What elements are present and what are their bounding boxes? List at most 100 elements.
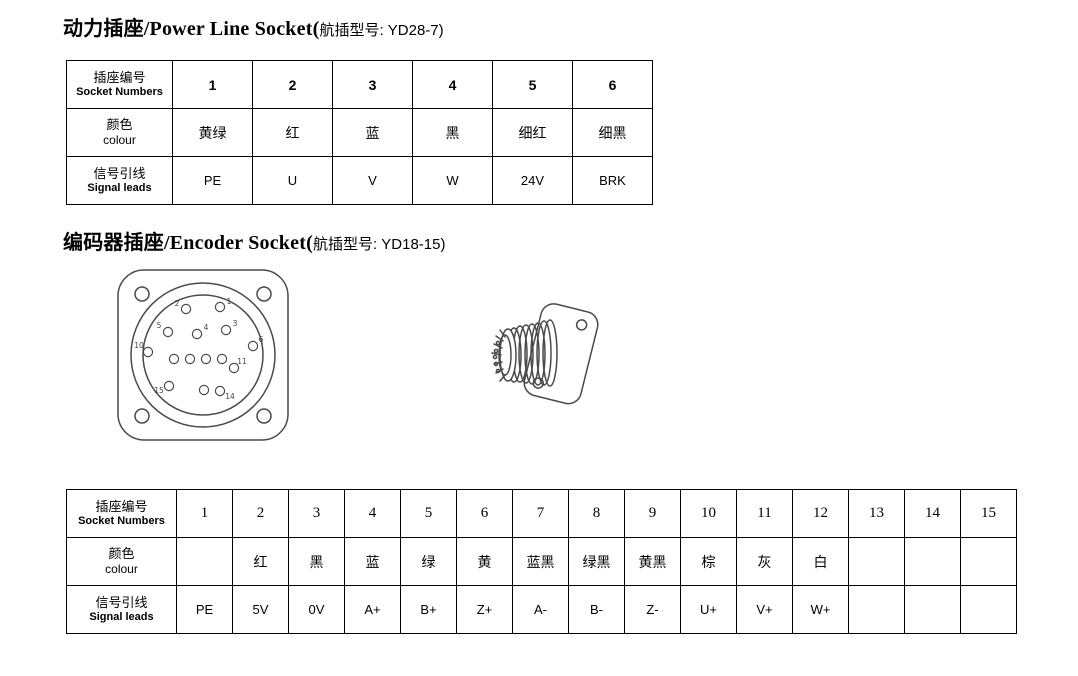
table-cell: 6 bbox=[456, 489, 513, 538]
row-header-en: Signal leads bbox=[87, 182, 152, 195]
row-header-zh: 插座编号 bbox=[95, 498, 148, 514]
table-cell: 6 bbox=[572, 60, 653, 109]
table-cell bbox=[848, 585, 905, 634]
row-header-zh: 颜色 bbox=[106, 117, 133, 133]
table-cell: 细黑 bbox=[572, 108, 653, 157]
pin-10 bbox=[142, 346, 154, 358]
pin-label: 14 bbox=[225, 392, 235, 401]
table-cell: 黄绿 bbox=[172, 108, 253, 157]
table-cell: 13 bbox=[848, 489, 905, 538]
row-header-zh: 信号引线 bbox=[95, 594, 148, 610]
table-cell: 蓝黑 bbox=[512, 537, 569, 586]
table-cell bbox=[848, 537, 905, 586]
table-cell: A- bbox=[512, 585, 569, 634]
table-cell: 黑 bbox=[412, 108, 493, 157]
power-section-title: 动力插座/Power Line Socket(航插型号: YD28-7) bbox=[63, 12, 444, 41]
pin-15 bbox=[163, 380, 175, 392]
pin-unlabeled bbox=[198, 384, 210, 396]
table-cell: 灰 bbox=[736, 537, 793, 586]
table-cell: 2 bbox=[252, 60, 333, 109]
pin-4 bbox=[191, 328, 203, 340]
table-cell: PE bbox=[172, 156, 253, 205]
table-cell bbox=[960, 585, 1017, 634]
row-header-en: colour bbox=[105, 562, 138, 577]
table-cell: 5V bbox=[232, 585, 289, 634]
table-cell: 14 bbox=[904, 489, 961, 538]
table-cell: 蓝 bbox=[344, 537, 401, 586]
table-cell: W+ bbox=[792, 585, 849, 634]
table-cell: 4 bbox=[344, 489, 401, 538]
table-cell bbox=[904, 537, 961, 586]
pin-3 bbox=[220, 324, 232, 336]
table-cell: 1 bbox=[172, 60, 253, 109]
table-cell: 12 bbox=[792, 489, 849, 538]
table-cell: 7 bbox=[512, 489, 569, 538]
pin-label: 10 bbox=[134, 341, 144, 350]
table-cell: 9 bbox=[624, 489, 681, 538]
row-header-en: Socket Numbers bbox=[78, 515, 165, 528]
power-title-main: 动力插座/Power Line Socket( bbox=[63, 18, 320, 40]
table-cell: W bbox=[412, 156, 493, 205]
table-cell: 2 bbox=[232, 489, 289, 538]
row-header-en: colour bbox=[103, 133, 136, 148]
row-header-en: Signal leads bbox=[89, 611, 154, 624]
pin-label: 3 bbox=[233, 319, 238, 328]
table-cell: Z- bbox=[624, 585, 681, 634]
pin-2 bbox=[180, 303, 192, 315]
encoder-side-view-figure bbox=[491, 303, 599, 405]
power-title-model: 航插型号: YD28-7) bbox=[319, 22, 444, 39]
table-cell: 11 bbox=[736, 489, 793, 538]
pin-unlabeled bbox=[184, 353, 196, 365]
table-cell: 0V bbox=[288, 585, 345, 634]
table-cell: B- bbox=[568, 585, 625, 634]
pin-5 bbox=[162, 326, 174, 338]
encoder-title-main: 编码器插座/Encoder Socket( bbox=[63, 232, 313, 254]
table-cell: 4 bbox=[412, 60, 493, 109]
pin-unlabeled bbox=[216, 353, 228, 365]
table-cell bbox=[176, 537, 233, 586]
pin-1 bbox=[214, 301, 226, 313]
table-cell: 蓝 bbox=[332, 108, 413, 157]
pin-14 bbox=[214, 385, 226, 397]
table-cell: 白 bbox=[792, 537, 849, 586]
table-cell: 8 bbox=[568, 489, 625, 538]
table-cell: PE bbox=[176, 585, 233, 634]
pin-label: 2 bbox=[175, 299, 180, 308]
table-cell: 红 bbox=[252, 108, 333, 157]
pin-label: 1 bbox=[227, 297, 232, 306]
table-cell bbox=[904, 585, 961, 634]
row-header-en: Socket Numbers bbox=[76, 86, 163, 99]
table-cell: 3 bbox=[288, 489, 345, 538]
table-cell: U+ bbox=[680, 585, 737, 634]
table-cell: U bbox=[252, 156, 333, 205]
pin-label: 6 bbox=[259, 335, 264, 344]
table-cell: Z+ bbox=[456, 585, 513, 634]
encoder-title-model: 航插型号: YD18-15) bbox=[312, 236, 446, 253]
row-header-zh: 颜色 bbox=[108, 546, 135, 562]
pin-label: 15 bbox=[154, 386, 164, 395]
pin-11 bbox=[228, 362, 240, 374]
table-cell: 15 bbox=[960, 489, 1017, 538]
table-cell: 5 bbox=[492, 60, 573, 109]
table-cell: 红 bbox=[232, 537, 289, 586]
table-cell: 黑 bbox=[288, 537, 345, 586]
table-cell: 3 bbox=[332, 60, 413, 109]
connector-side-outline bbox=[491, 303, 599, 405]
pin-unlabeled bbox=[168, 353, 180, 365]
